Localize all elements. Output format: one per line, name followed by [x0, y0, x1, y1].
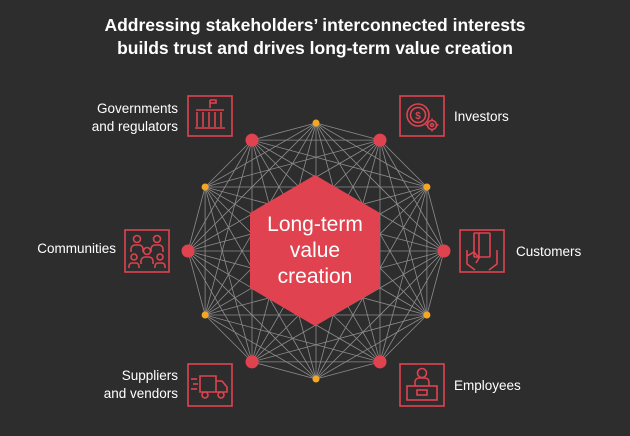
stakeholder-node	[373, 355, 387, 369]
governments-label-line-1: Governments	[96, 101, 178, 116]
governments-label-line-2: and regulators	[91, 119, 178, 134]
network-line	[187, 250, 206, 316]
suppliers-label: Suppliers and vendors	[60, 367, 178, 403]
network-line	[204, 314, 317, 380]
investment-coins-icon: $	[399, 95, 445, 137]
delivery-truck-icon	[187, 363, 233, 407]
connector-node	[312, 375, 320, 383]
network-line	[251, 122, 317, 141]
diagram-title: Addressing stakeholders’ interconnected …	[0, 14, 630, 60]
svg-text:$: $	[415, 111, 421, 122]
network-line	[315, 122, 381, 141]
investors-label-text: Investors	[454, 109, 509, 124]
network-line	[379, 139, 428, 188]
stakeholder-node	[245, 355, 259, 369]
connector-node	[201, 311, 209, 319]
stakeholder-node	[373, 133, 387, 147]
title-line-2: builds trust and drives long-term value …	[117, 38, 513, 58]
center-hexagon	[250, 175, 380, 326]
network-line	[204, 139, 253, 188]
connector-node	[201, 183, 209, 191]
suppliers-label-line-1: Suppliers	[121, 368, 178, 383]
employees-label: Employees	[454, 377, 521, 395]
network-line	[187, 186, 206, 252]
network-nodes	[181, 119, 451, 383]
connector-node	[312, 119, 320, 127]
network-line	[426, 186, 445, 252]
network-line	[251, 361, 317, 380]
network-line	[426, 250, 445, 316]
government-building-icon	[187, 95, 233, 137]
network-line	[204, 139, 253, 316]
network-line	[204, 314, 253, 363]
communities-label-text: Communities	[37, 241, 116, 256]
network-line	[315, 361, 381, 380]
network-line	[251, 139, 428, 188]
customers-label: Customers	[516, 243, 581, 261]
stakeholder-node	[181, 244, 195, 258]
network-line	[379, 314, 428, 363]
title-line-1: Addressing stakeholders’ interconnected …	[104, 15, 526, 35]
network-line	[187, 139, 253, 252]
center-label-line-3: creation	[277, 265, 353, 288]
network-line	[187, 250, 253, 363]
governments-label: Governments and regulators	[60, 100, 178, 136]
network-line	[204, 186, 253, 363]
investors-label: Investors	[454, 108, 509, 126]
connector-node	[423, 311, 431, 319]
center-label-line-2: value	[289, 239, 341, 262]
communities-label: Communities	[10, 240, 116, 258]
center-label: Long-term value creation	[245, 212, 385, 290]
community-people-icon	[124, 229, 170, 273]
customers-label-text: Customers	[516, 244, 582, 259]
center-label-line-1: Long-term	[267, 213, 363, 236]
stakeholder-node	[437, 244, 451, 258]
employees-label-text: Employees	[454, 378, 521, 393]
card-in-hand-icon	[459, 229, 505, 273]
suppliers-label-line-2: and vendors	[103, 386, 178, 401]
person-at-desk-icon	[399, 363, 445, 407]
connector-node	[423, 183, 431, 191]
stakeholder-node	[245, 133, 259, 147]
